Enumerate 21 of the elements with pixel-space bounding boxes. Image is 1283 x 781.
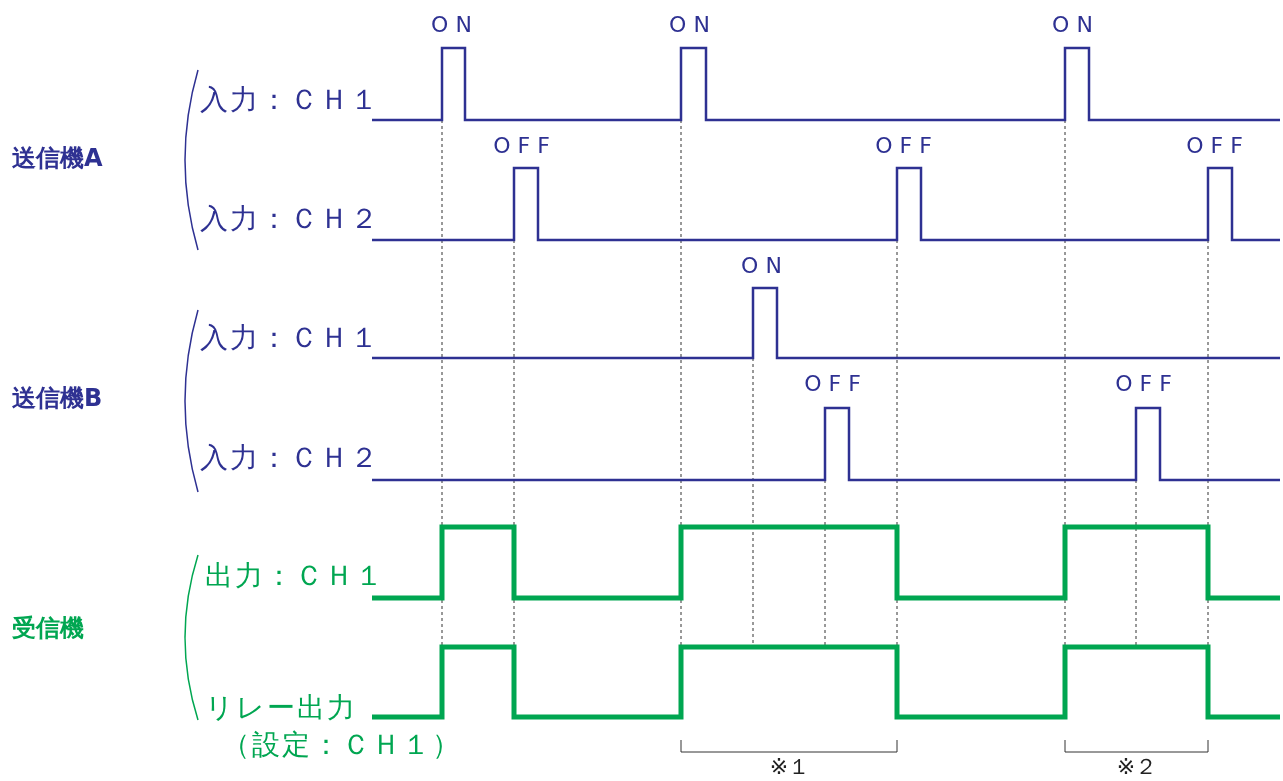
pulse-label: OFF bbox=[493, 135, 557, 157]
pulse-label: ON bbox=[431, 14, 479, 36]
note-mark: ※２ bbox=[1116, 756, 1158, 778]
pulse-label: ON bbox=[741, 255, 789, 277]
pulse-label: ON bbox=[669, 14, 717, 36]
signal-label: 出力：ＣＨ１ bbox=[205, 562, 385, 590]
pulse-label: OFF bbox=[1186, 135, 1250, 157]
note-mark: ※１ bbox=[769, 756, 811, 778]
pulse-label: OFF bbox=[875, 135, 939, 157]
signal-label: リレー出力 bbox=[205, 694, 357, 722]
signal-label: 入力：ＣＨ１ bbox=[200, 86, 380, 114]
group-label: 送信機A bbox=[12, 146, 103, 170]
group-label: 送信機B bbox=[12, 386, 103, 410]
pulse-label: ON bbox=[1052, 14, 1100, 36]
signal-label: 入力：ＣＨ１ bbox=[200, 324, 380, 352]
pulse-label: OFF bbox=[804, 373, 868, 395]
signal-label: 入力：ＣＨ２ bbox=[200, 205, 380, 233]
signal-label: （設定：ＣＨ１） bbox=[222, 731, 462, 759]
pulse-label: OFF bbox=[1115, 373, 1179, 395]
group-label: 受信機 bbox=[12, 616, 84, 640]
signal-label: 入力：ＣＨ２ bbox=[200, 444, 380, 472]
